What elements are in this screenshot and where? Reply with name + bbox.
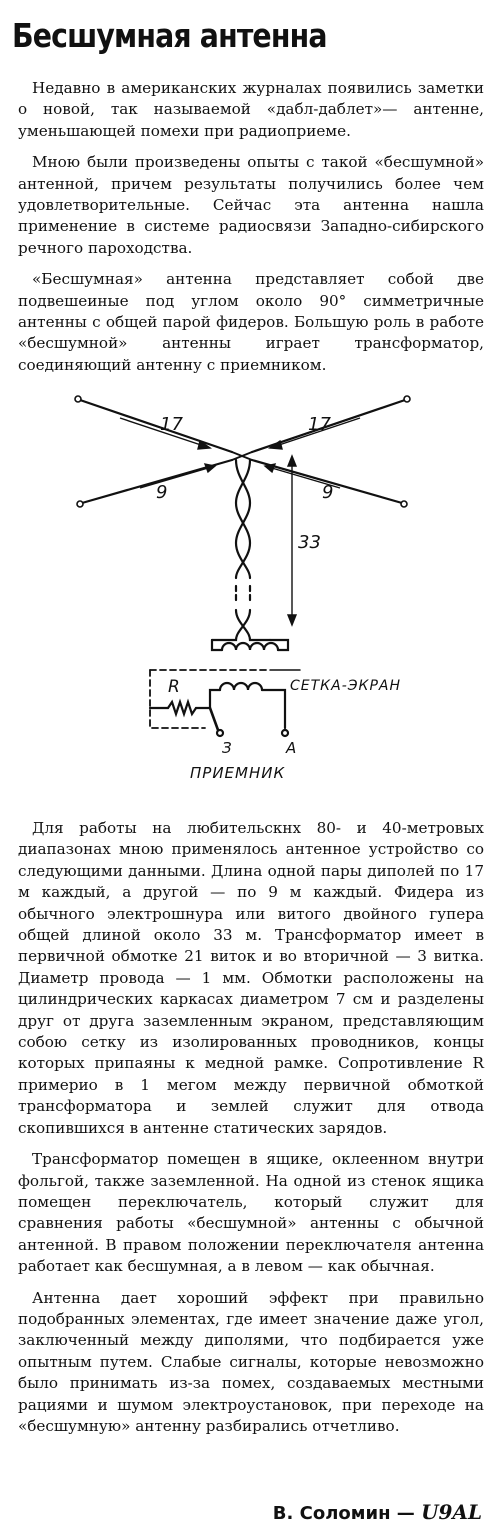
resistor-label: R: [168, 677, 180, 697]
paragraph-description: «Бесшумная» антенна представляет собой д…: [18, 270, 484, 374]
length-label-9-right: 9: [322, 482, 333, 503]
article-body: Для работы на любительскнх 80- и 40-метр…: [18, 818, 484, 1447]
terminal-label-antenna: А: [285, 739, 296, 757]
author-signature: В. Соломин — U9AL: [273, 1500, 482, 1524]
paragraph-intro: Недавно в американских журналах появилис…: [18, 79, 484, 140]
antenna-diagram: 17 17 9 9 33 R СЕТКА-ЭКРАН З А ПРИЕМНИК: [74, 395, 411, 782]
paragraph-results: Антенна дает хороший эффект при правильн…: [18, 1288, 484, 1435]
paragraph-specs: Для работы на любительскнх 80- и 40-метр…: [18, 819, 484, 1137]
author-callsign: U9AL: [421, 1500, 482, 1524]
article-intro: Недавно в американских журналах появилис…: [18, 78, 484, 386]
paragraph-enclosure: Трансформатор помещен в ящике, оклеенном…: [18, 1150, 484, 1276]
length-label-17-left: 17: [160, 414, 183, 435]
length-label-17-right: 17: [308, 414, 331, 435]
paragraph-experiments: Мною были произведены опыты с такой «бес…: [18, 153, 484, 257]
length-label-33: 33: [298, 532, 321, 553]
receiver-label: ПРИЕМНИК: [190, 764, 285, 782]
length-label-9-left: 9: [156, 482, 167, 503]
author-name: В. Соломин —: [272, 1503, 415, 1524]
article-title: Бесшумная антенна: [12, 16, 327, 55]
terminal-label-ground: З: [222, 739, 232, 757]
screen-label: СЕТКА-ЭКРАН: [290, 678, 401, 694]
